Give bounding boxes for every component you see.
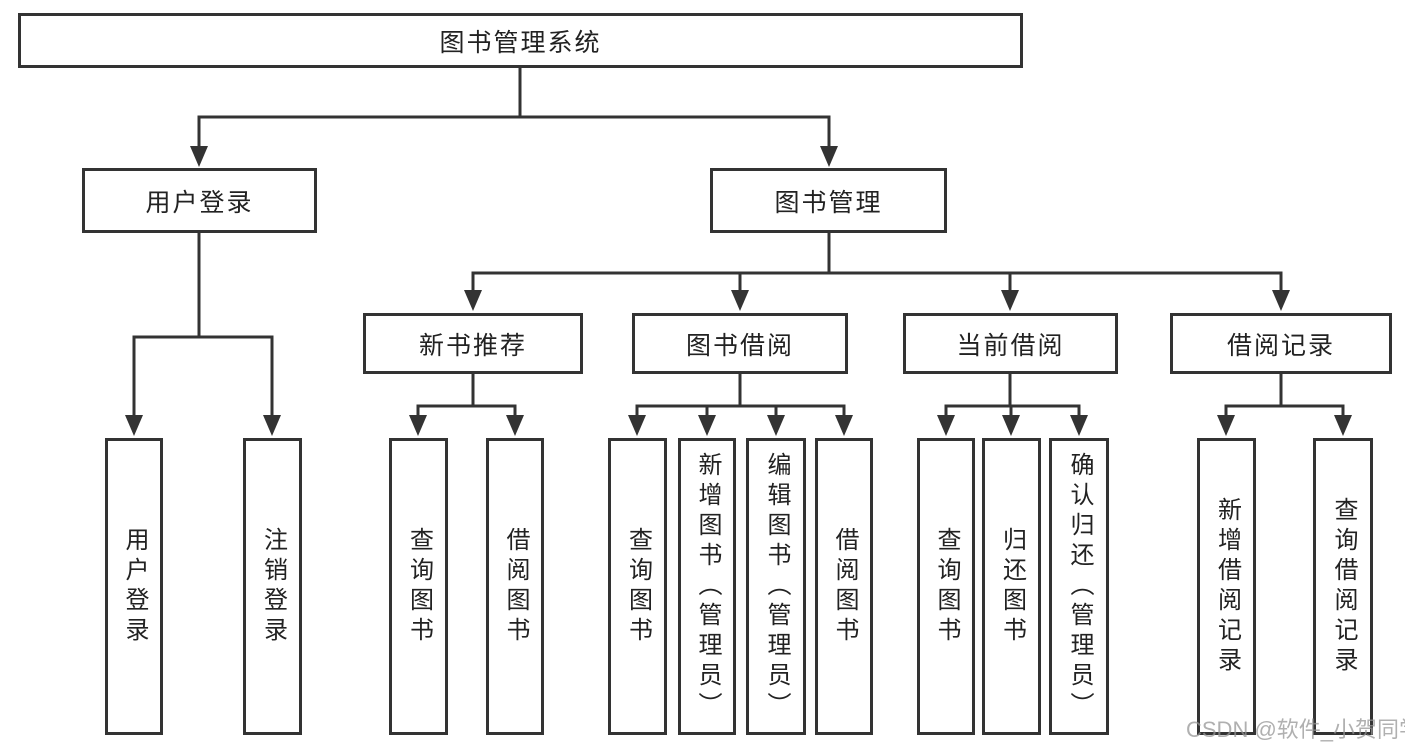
arrowhead bbox=[1272, 290, 1290, 311]
node-leaf-current-query-book-label: 查询图书 bbox=[933, 526, 959, 647]
watermark: CSDN @软件_小贺同学 bbox=[1186, 717, 1405, 742]
connector-borrow-records-to-leaves bbox=[1217, 374, 1352, 436]
node-book-borrow-label: 图书借阅 bbox=[685, 332, 794, 360]
node-leaf-query-borrow-record-label: 查询借阅记录 bbox=[1330, 496, 1356, 677]
arrowhead bbox=[1001, 290, 1019, 311]
arrowhead bbox=[731, 290, 749, 311]
arrowhead bbox=[698, 415, 716, 436]
node-borrow-records-label: 借阅记录 bbox=[1226, 332, 1335, 360]
node-borrow-records: 借阅记录 bbox=[1170, 313, 1392, 374]
arrowhead bbox=[835, 415, 853, 436]
arrowhead bbox=[1334, 415, 1352, 436]
arrowhead bbox=[190, 146, 208, 167]
connector-new-book-recommend-to-leaves bbox=[409, 374, 524, 436]
node-current-borrow: 当前借阅 bbox=[903, 313, 1118, 374]
node-leaf-logout-label: 注销登录 bbox=[259, 526, 286, 647]
node-book-management-label: 图书管理 bbox=[774, 189, 883, 217]
connector-root-to-level2 bbox=[190, 68, 838, 167]
node-new-book-recommend: 新书推荐 bbox=[363, 313, 583, 374]
arrowhead bbox=[464, 290, 482, 311]
node-leaf-add-book-admin: 新增图书（管理员） bbox=[678, 438, 736, 735]
node-leaf-recommend-borrow-book: 借阅图书 bbox=[486, 438, 544, 735]
node-leaf-confirm-return-admin: 确认归还（管理员） bbox=[1049, 438, 1109, 735]
node-leaf-borrow-book: 借阅图书 bbox=[815, 438, 873, 735]
arrowhead bbox=[628, 415, 646, 436]
node-book-management: 图书管理 bbox=[710, 168, 947, 233]
arrowhead bbox=[506, 415, 524, 436]
node-leaf-recommend-query-book: 查询图书 bbox=[389, 438, 448, 735]
arrowhead bbox=[263, 415, 281, 436]
node-leaf-borrow-query-book: 查询图书 bbox=[608, 438, 667, 735]
arrowhead bbox=[1002, 415, 1020, 436]
node-leaf-add-book-admin-label: 新增图书（管理员） bbox=[694, 451, 720, 722]
arrowhead bbox=[767, 415, 785, 436]
arrowhead bbox=[937, 415, 955, 436]
arrowhead bbox=[1070, 415, 1088, 436]
node-book-borrow: 图书借阅 bbox=[632, 313, 848, 374]
node-leaf-borrow-book-label: 借阅图书 bbox=[831, 526, 857, 647]
node-leaf-user-login: 用户登录 bbox=[105, 438, 163, 735]
node-leaf-add-borrow-record-label: 新增借阅记录 bbox=[1213, 496, 1240, 677]
node-current-borrow-label: 当前借阅 bbox=[956, 332, 1065, 360]
arrowhead bbox=[1217, 415, 1235, 436]
node-new-book-recommend-label: 新书推荐 bbox=[418, 332, 527, 360]
node-user-login: 用户登录 bbox=[82, 168, 317, 233]
node-leaf-user-login-label: 用户登录 bbox=[121, 526, 147, 647]
node-user-login-label: 用户登录 bbox=[145, 189, 254, 217]
node-leaf-current-query-book: 查询图书 bbox=[917, 438, 975, 735]
node-leaf-borrow-query-book-label: 查询图书 bbox=[624, 526, 651, 647]
node-leaf-recommend-borrow-book-label: 借阅图书 bbox=[502, 526, 528, 647]
connector-book-borrow-to-leaves bbox=[628, 374, 853, 436]
node-root-label: 图书管理系统 bbox=[439, 29, 602, 57]
node-leaf-return-book: 归还图书 bbox=[982, 438, 1041, 735]
arrowhead bbox=[125, 415, 143, 436]
node-leaf-confirm-return-admin-label: 确认归还（管理员） bbox=[1066, 451, 1092, 722]
node-leaf-query-borrow-record: 查询借阅记录 bbox=[1313, 438, 1373, 735]
connector-book-management-to-level3 bbox=[464, 233, 1290, 311]
node-leaf-return-book-label: 归还图书 bbox=[998, 526, 1025, 647]
arrowhead bbox=[409, 415, 427, 436]
node-leaf-logout: 注销登录 bbox=[243, 438, 302, 735]
connector-user-login-to-leaves bbox=[125, 233, 281, 436]
node-root: 图书管理系统 bbox=[18, 13, 1023, 68]
node-leaf-add-borrow-record: 新增借阅记录 bbox=[1197, 438, 1256, 735]
node-leaf-edit-book-admin: 编辑图书（管理员） bbox=[746, 438, 806, 735]
node-leaf-edit-book-admin-label: 编辑图书（管理员） bbox=[763, 451, 789, 722]
arrowhead bbox=[820, 146, 838, 167]
connector-current-borrow-to-leaves bbox=[937, 374, 1088, 436]
node-leaf-recommend-query-book-label: 查询图书 bbox=[405, 526, 432, 647]
